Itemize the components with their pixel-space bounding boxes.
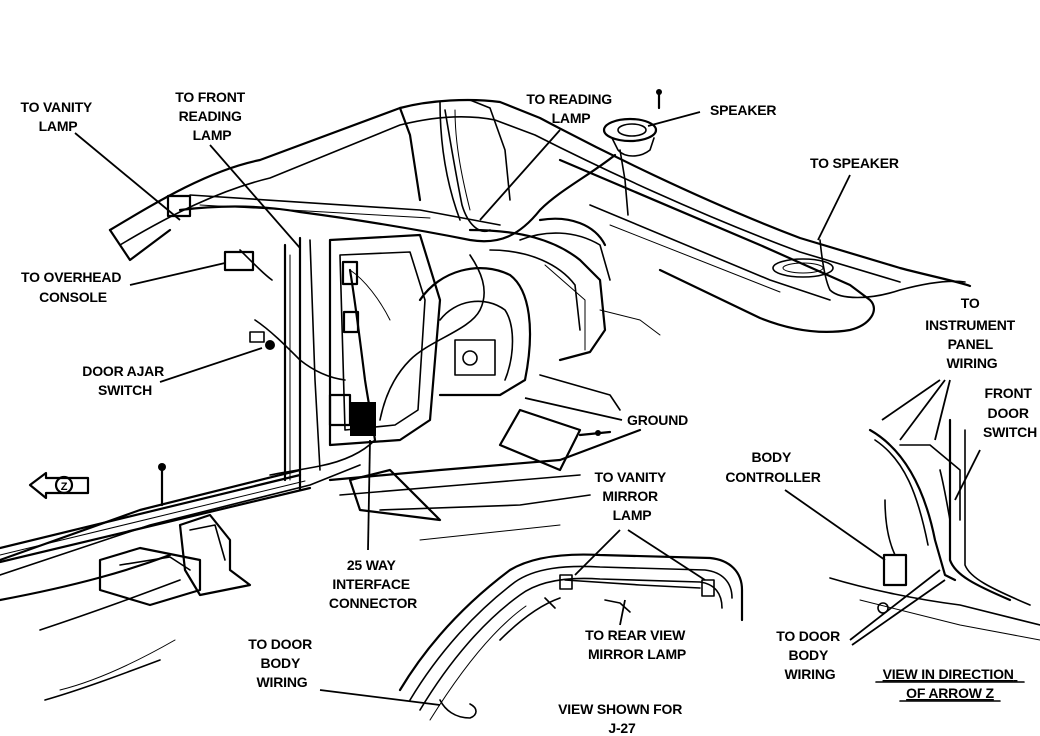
label-to-door-body-wiring-left: TO DOOR BODY WIRING <box>248 636 315 690</box>
label-to-vanity-lamp: TO VANITY LAMP <box>20 99 95 134</box>
label-25-way-interface-connector: 25 WAY INTERFACE CONNECTOR <box>329 557 417 611</box>
screw-icon <box>158 463 166 507</box>
arrow-z-icon: Z <box>28 471 90 500</box>
ground-terminal-icon <box>578 430 612 437</box>
screw-icon <box>656 89 662 110</box>
label-to-instrument-panel-wiring: TO INSTRUMENT PANEL WIRING <box>925 295 1018 371</box>
headliner-inset-illustration <box>398 553 744 721</box>
label-speaker: SPEAKER <box>710 102 776 118</box>
label-to-rear-view-mirror-lamp: TO REAR VIEW MIRROR LAMP <box>585 627 689 662</box>
label-front-door-switch: FRONT DOOR SWITCH <box>983 385 1037 440</box>
label-to-vanity-mirror-lamp: TO VANITY MIRROR LAMP <box>594 469 669 523</box>
label-body-controller: BODY CONTROLLER <box>725 449 820 485</box>
label-to-speaker: TO SPEAKER <box>810 155 899 171</box>
label-ground: GROUND <box>627 412 688 428</box>
label-view-shown-for-j27: VIEW SHOWN FOR J-27 <box>558 701 686 736</box>
label-door-ajar-switch: DOOR AJAR SWITCH <box>82 363 167 398</box>
vehicle-body-illustration <box>0 98 972 701</box>
view-z-inset-illustration <box>829 418 1040 641</box>
leader-lines <box>74 111 981 706</box>
label-to-overhead-console: TO OVERHEAD CONSOLE <box>21 269 125 305</box>
label-to-front-reading-lamp: TO FRONT READING LAMP <box>175 89 248 143</box>
label-to-reading-lamp: TO READING LAMP <box>526 91 615 126</box>
label-view-in-direction-of-arrow-z: VIEW IN DIRECTION OF ARROW Z <box>883 666 1018 701</box>
arrow-z-letter: Z <box>61 481 68 493</box>
label-to-door-body-wiring-right: TO DOOR BODY WIRING <box>776 628 843 682</box>
